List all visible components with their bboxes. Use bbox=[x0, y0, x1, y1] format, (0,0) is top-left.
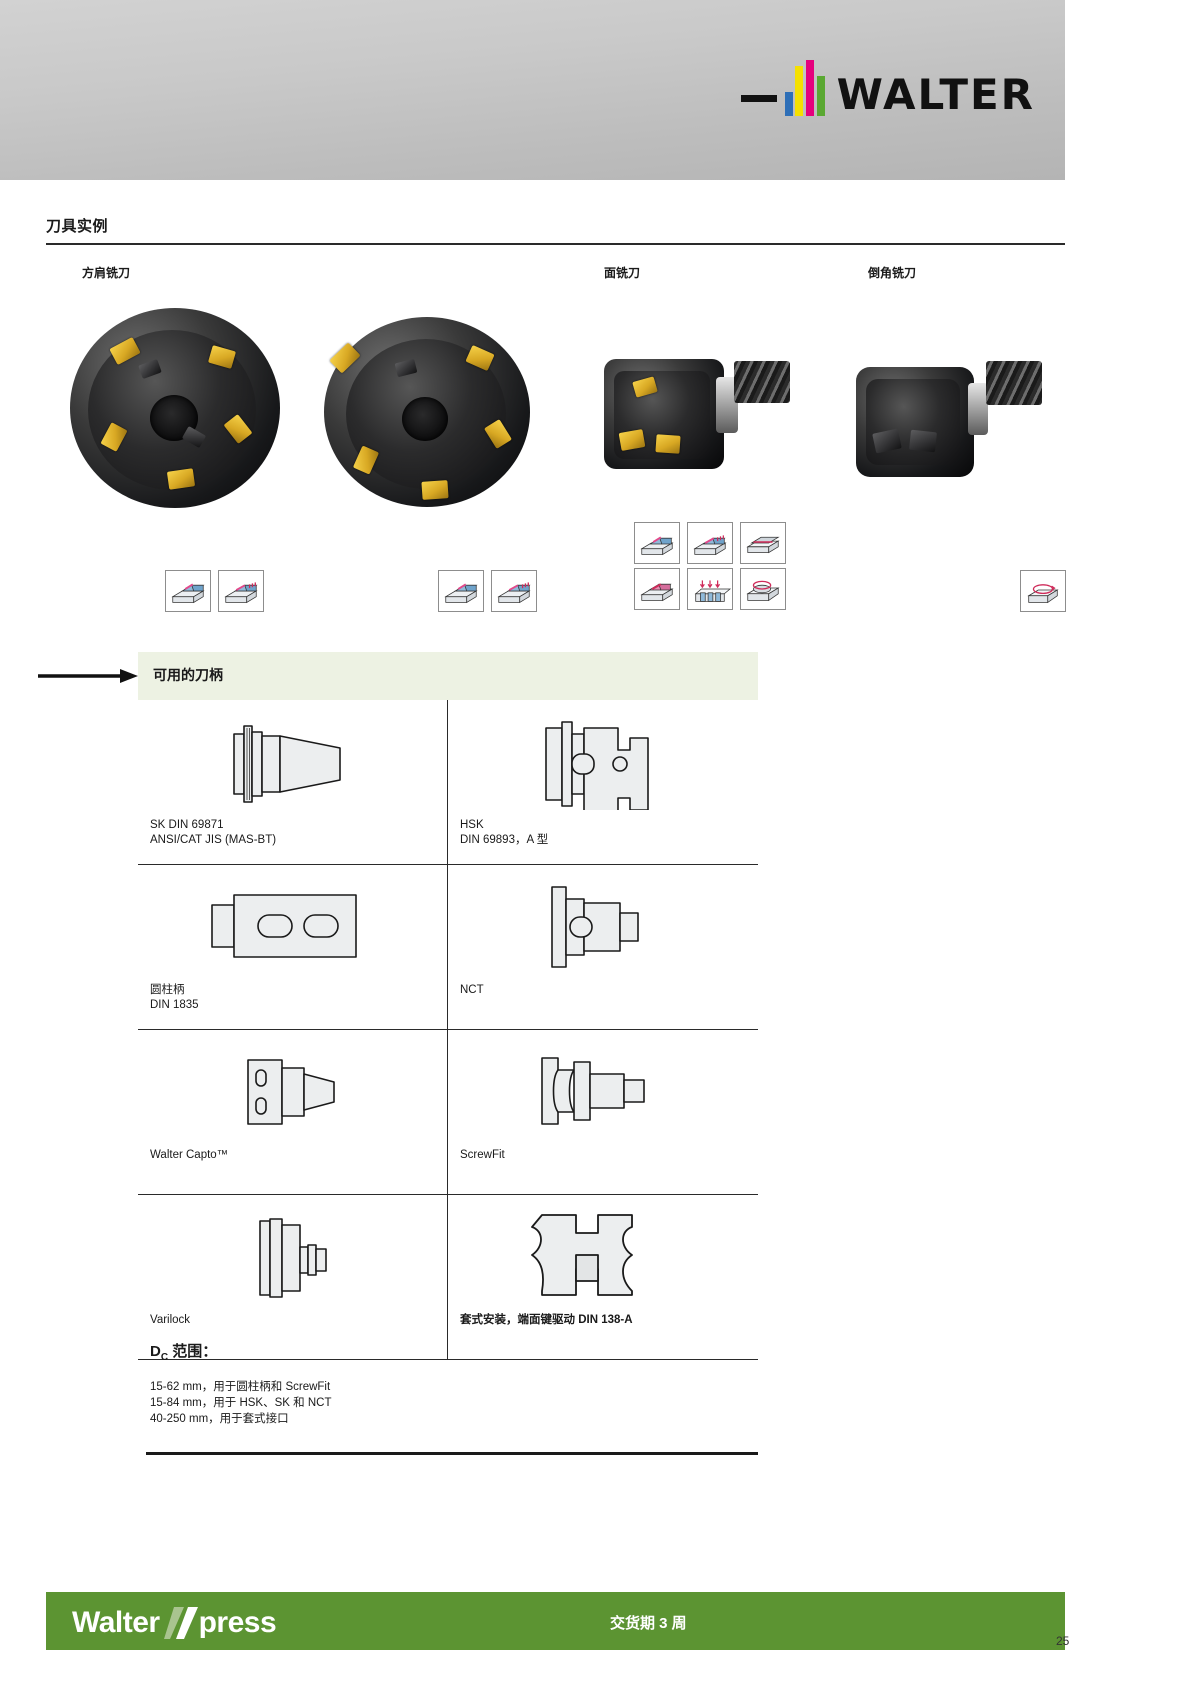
page-footer bbox=[46, 1592, 1065, 1650]
varilock-drawing bbox=[138, 1195, 447, 1313]
walter-capto-drawing bbox=[138, 1030, 447, 1148]
available-holders-banner bbox=[138, 652, 758, 700]
table-row: Walter Capto™ ScrewFit bbox=[138, 1030, 758, 1195]
sk-holder-drawing bbox=[138, 700, 447, 818]
holder-label-hsk: HSK DIN 69893，A 型 bbox=[460, 819, 549, 846]
operation-icon-shoulder-ramping-2[interactable] bbox=[491, 570, 537, 612]
dc-line: 40-250 mm，用于套式接口 bbox=[150, 1413, 289, 1425]
holder-cell-hsk: HSK DIN 69893，A 型 bbox=[448, 700, 758, 864]
logo-wordmark: WALTER bbox=[836, 70, 1035, 119]
dc-line: 15-62 mm，用于圆柱柄和 ScrewFit bbox=[150, 1381, 331, 1393]
operation-icon-plunge-milling[interactable] bbox=[634, 568, 680, 610]
dc-range-title: DC 范围： bbox=[150, 1343, 218, 1363]
operation-icon-shoulder-milling-3[interactable] bbox=[687, 522, 733, 564]
page-number: 25 bbox=[1056, 1634, 1070, 1648]
operation-icon-chamfer-milling[interactable] bbox=[1020, 570, 1066, 612]
delivery-time-label: 交货期 3 周 bbox=[610, 1615, 687, 1632]
holder-cell-arbor-mount: 套式安装，端面键驱动 DIN 138-A bbox=[448, 1195, 758, 1359]
holder-cell-sk-din-69871: SK DIN 69871 ANSI/CAT JIS (MAS-BT) bbox=[138, 700, 448, 864]
product-photo-shoulder-mill-a bbox=[60, 300, 290, 530]
walter-xpress-logo: Walter press bbox=[72, 1605, 277, 1641]
holder-label-sk: SK DIN 69871 ANSI/CAT JIS (MAS-BT) bbox=[150, 819, 277, 846]
product-photo-shoulder-mill-b bbox=[310, 305, 545, 530]
nct-holder-drawing bbox=[448, 865, 758, 983]
holder-label-screwfit: ScrewFit bbox=[460, 1149, 505, 1161]
footer-brand-first: Walter bbox=[72, 1606, 160, 1639]
operation-icon-shoulder-milling[interactable] bbox=[165, 570, 211, 612]
xpress-x-icon bbox=[163, 1605, 198, 1641]
page-title: 刀具实例 bbox=[46, 218, 109, 235]
holder-cell-nct: NCT bbox=[448, 865, 758, 1029]
dc-divider bbox=[146, 1452, 758, 1455]
operation-icon-face-milling[interactable] bbox=[740, 522, 786, 564]
holder-label-varilock: Varilock bbox=[150, 1314, 191, 1326]
holder-label-arbor: 套式安装，端面键驱动 DIN 138-A bbox=[460, 1314, 633, 1326]
page-header: WALTER bbox=[0, 0, 1065, 180]
product-label-face-mill: 面铣刀 bbox=[604, 266, 641, 280]
operation-icon-circular-ramping[interactable] bbox=[740, 568, 786, 610]
product-label-shoulder-mill: 方肩铣刀 bbox=[82, 266, 131, 280]
holder-cell-varilock: Varilock bbox=[138, 1195, 448, 1359]
title-divider bbox=[46, 243, 1065, 245]
dc-range-values: 15-62 mm，用于圆柱柄和 ScrewFit 15-84 mm，用于 HSK… bbox=[150, 1379, 331, 1427]
product-photo-chamfer-mill bbox=[848, 335, 1048, 495]
operation-icon-shoulder-milling-2[interactable] bbox=[438, 570, 484, 612]
dc-line: 15-84 mm，用于 HSK、SK 和 NCT bbox=[150, 1397, 332, 1409]
holder-cell-screwfit: ScrewFit bbox=[448, 1030, 758, 1194]
product-label-chamfer-mill: 倒角铣刀 bbox=[868, 266, 917, 280]
holder-label-nct: NCT bbox=[460, 984, 484, 996]
operation-icon-slot-milling[interactable] bbox=[634, 522, 680, 564]
product-photo-face-mill bbox=[598, 335, 798, 495]
holder-cell-walter-capto: Walter Capto™ bbox=[138, 1030, 448, 1194]
available-holders-title: 可用的刀柄 bbox=[153, 667, 223, 683]
logo-dash-icon bbox=[740, 94, 777, 102]
table-row: Varilock 套式安装，端面键驱动 DIN 138-A bbox=[138, 1195, 758, 1360]
screwfit-drawing bbox=[448, 1030, 758, 1148]
table-row: 圆柱柄 DIN 1835 NCT bbox=[138, 865, 758, 1030]
arbor-mount-drawing bbox=[448, 1195, 758, 1313]
table-row: SK DIN 69871 ANSI/CAT JIS (MAS-BT) bbox=[138, 700, 758, 865]
holder-table: SK DIN 69871 ANSI/CAT JIS (MAS-BT) bbox=[138, 700, 758, 1360]
arrow-right-icon bbox=[38, 669, 138, 683]
hsk-holder-drawing bbox=[448, 700, 758, 818]
operation-icon-helical-interpolation[interactable] bbox=[687, 568, 733, 610]
walter-logo: WALTER bbox=[740, 60, 1035, 130]
cylindrical-shank-drawing bbox=[138, 865, 447, 983]
logo-bars-icon bbox=[784, 60, 827, 126]
holder-label-cylindrical: 圆柱柄 DIN 1835 bbox=[150, 984, 199, 1011]
operation-icon-shoulder-ramping[interactable] bbox=[218, 570, 264, 612]
holder-cell-cylindrical-shank: 圆柱柄 DIN 1835 bbox=[138, 865, 448, 1029]
footer-brand-last: press bbox=[198, 1606, 277, 1639]
holder-label-capto: Walter Capto™ bbox=[150, 1149, 229, 1161]
